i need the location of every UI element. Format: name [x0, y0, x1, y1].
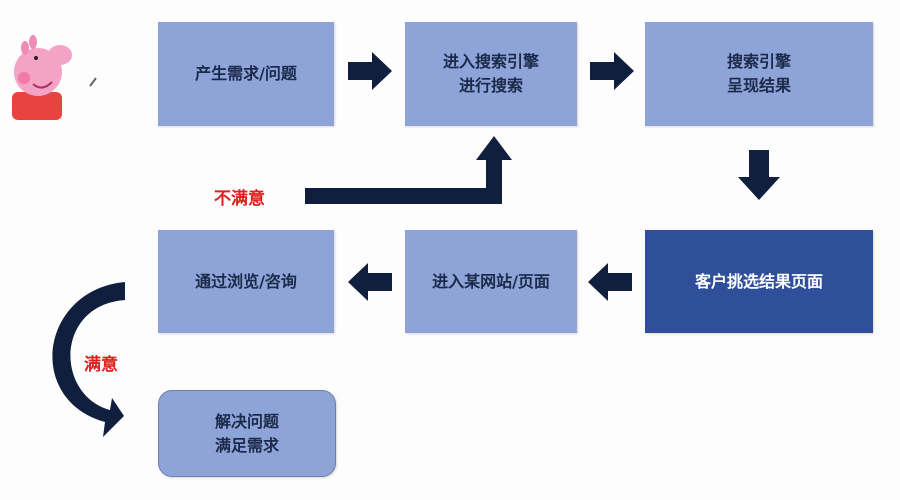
- label-unsatisfied: 不满意: [214, 189, 265, 209]
- step-customer-selects: 客户挑选结果页面: [645, 230, 873, 333]
- step-search-results: 搜索引擎 呈现结果: [645, 22, 873, 126]
- step-enter-website: 进入某网站/页面: [405, 230, 577, 333]
- arrow-right-2: [590, 52, 634, 90]
- arrow-down: [738, 150, 780, 200]
- arrow-curved-satisfied: [52, 282, 125, 437]
- arrow-feedback: [305, 136, 512, 204]
- arrow-right-1: [348, 52, 392, 90]
- peppa-pig-illustration: [12, 35, 97, 120]
- step-generate-need: 产生需求/问题: [158, 22, 334, 126]
- step-browse-consult: 通过浏览/咨询: [158, 230, 334, 333]
- label-satisfied: 满意: [84, 355, 118, 375]
- arrow-left-1: [588, 263, 632, 301]
- arrow-left-2: [348, 263, 392, 301]
- step-solve-problem: 解决问题 满足需求: [158, 390, 336, 477]
- step-enter-search-engine: 进入搜索引擎 进行搜索: [405, 22, 577, 126]
